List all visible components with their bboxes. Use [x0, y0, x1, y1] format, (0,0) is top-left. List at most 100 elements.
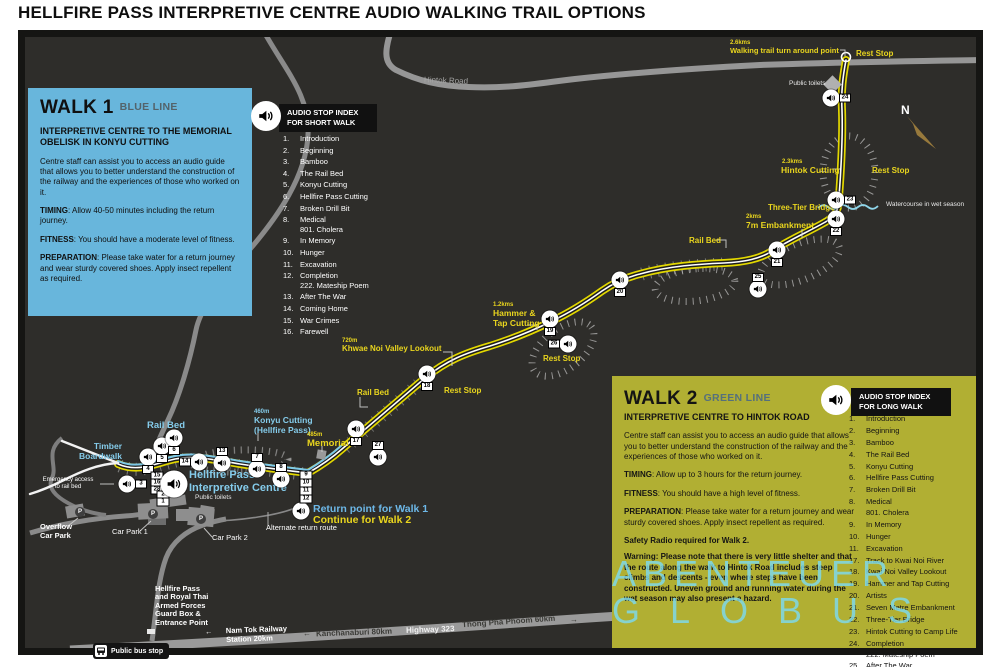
audio-stop-index-item: 7.Broken Drill Bit — [849, 485, 916, 495]
konyu-cutting-hatch — [188, 446, 292, 476]
rail-bed-mid-label: Rail Bed — [357, 388, 390, 397]
audio-stop-index-item: 15.War Crimes — [283, 315, 340, 325]
page-title: HELLFIRE PASS INTERPRETIVE CENTRE AUDIO … — [18, 3, 646, 22]
stop-number: 17 — [350, 437, 362, 446]
walk1-body: Centre staff can assist you to access an… — [40, 156, 240, 197]
memorial-obelisk — [316, 449, 327, 460]
audio-stop-index-item: 23.Hintok Cutting to Camp Life — [849, 626, 958, 636]
audio-stop-index-item: 12.Completion 222. Mateship Poem — [283, 271, 369, 290]
speaker-icon — [160, 470, 188, 498]
lookout-distance: 720m — [342, 338, 358, 344]
rail-bed-left-label: Rail Bed — [147, 420, 186, 431]
watercourse-label: Watercourse in wet season — [886, 201, 965, 208]
walk1-subheading: INTERPRETIVE CENTRE TO THE MEMORIAL OBEL… — [40, 126, 232, 148]
audio-stop-index-item: 11.Excavation — [283, 259, 337, 269]
audio-stop-index-item: 10.Hunger — [283, 247, 325, 257]
turnaround-label: Walking trail turn around point — [730, 46, 839, 55]
audio-stop-index-item: 22.Three-Tier Bridge — [849, 614, 925, 624]
hammer-tap-label: Hammer & Tap Cutting — [493, 308, 540, 329]
walk2-line-type: GREEN LINE — [703, 392, 771, 404]
walk2-timing: TIMING: Allow up to 3 hours for the retu… — [624, 470, 803, 480]
parking-icon: P — [75, 507, 85, 517]
public-toilets-centre-label: Public toilets — [195, 494, 232, 501]
audio-stop-index-item: 10.Hunger — [849, 531, 891, 541]
north-label: N — [901, 103, 910, 117]
carpark2-label: Car Park 2 — [212, 533, 248, 542]
speaker-icon — [213, 454, 231, 472]
audio-stop-index-item: 1.Introduction — [283, 134, 340, 143]
audio-stop-index-item: 3.Bamboo — [283, 157, 328, 167]
three-tier-bridge-label: Three-Tier Bridge — [768, 203, 835, 212]
emergency-access-label: Emergency access to rail bed — [42, 477, 94, 491]
speaker-icon — [418, 365, 436, 383]
short-walk-index-title: AUDIO STOP INDEX FOR SHORT WALK — [279, 104, 377, 132]
short-walk-index-list: 1.Introduction 2.Beginning 3.Bamboo 4.Th… — [283, 134, 387, 339]
audio-stop-index-item: 17.Track to Kwai Noi River — [849, 555, 945, 565]
rail-bed-right-label: Rail Bed — [689, 236, 722, 245]
speaker-icon — [248, 460, 266, 478]
overflow-carpark-label: Overflow Car Park — [40, 522, 73, 540]
speaker-icon — [118, 475, 136, 493]
parking-icon: P — [148, 509, 158, 519]
audio-stop-index-item: 21.Seven Metre Embankment — [849, 603, 955, 612]
timber-boardwalk-label: Timber Boardwalk — [79, 441, 122, 462]
speaker-icon — [347, 420, 365, 438]
turnaround-distance: 2.6kms — [730, 40, 751, 46]
alternate-return-label: Alternate return route — [266, 523, 337, 532]
speaker-icon — [827, 210, 845, 228]
speaker-icon — [541, 310, 559, 328]
leader — [359, 397, 368, 408]
audio-stop-index-item: 2.Beginning — [849, 425, 900, 435]
artists-hatch — [651, 265, 739, 305]
stop-number: 4 — [142, 465, 154, 474]
audio-stop-index-item: 18.Kwai Noi Valley Lookout — [849, 567, 947, 577]
stop-number: 27 — [372, 441, 384, 450]
walk1-timing: TIMING: Allow 40-50 minutes including th… — [40, 206, 215, 226]
speaker-icon — [190, 453, 208, 471]
watercourse-line — [817, 204, 879, 210]
leader — [139, 520, 152, 532]
stop-number: 5 — [156, 454, 168, 463]
audio-stop-index-item: 11.Excavation — [849, 543, 903, 553]
rest-stop-top-label: Rest Stop — [856, 49, 894, 58]
walk2-warning: Warning: Please note that there is very … — [624, 552, 852, 603]
audio-stop-index-item: 7.Broken Drill Bit — [283, 203, 350, 213]
walk1-preparation: PREPARATION: Please take water for a ret… — [40, 253, 235, 284]
audio-stop-index-item: 5.Konyu Cutting — [849, 461, 914, 471]
leader — [203, 527, 213, 538]
bus-icon — [95, 645, 107, 657]
audio-stop-index-item: 8.Medical 801. Cholera — [849, 497, 909, 517]
stop-number: 6 — [168, 446, 180, 455]
walk1-fitness: FITNESS: You should have a moderate leve… — [40, 234, 235, 244]
stop-number: 19 — [544, 327, 556, 336]
hintok-cutting-label: Hintok Cutting — [781, 165, 840, 175]
hammer-tap-distance: 1.2kms — [493, 302, 514, 308]
audio-stop-index-item: 14.Coming Home — [283, 303, 348, 313]
carpark1-label: Car Park 1 — [112, 527, 148, 536]
audio-stop-index-item: 24.Completion 222. Mateship Poem — [849, 638, 935, 659]
speaker-icon — [749, 280, 767, 298]
audio-stop-index-item: 25.After The War — [849, 661, 913, 667]
audio-stop-index-item: 6.Hellfire Pass Cutting — [283, 191, 368, 201]
hintok-cutting-hatch — [819, 132, 879, 212]
audio-stop-index-item: 9.In Memory — [283, 236, 336, 246]
long-walk-audio-icon — [821, 385, 851, 415]
memorial-label: Memorial — [307, 438, 349, 449]
rest-stop-hintok-label: Rest Stop — [872, 166, 910, 175]
walk2-preparation: PREPARATION: Please take water for a ret… — [624, 507, 855, 527]
walk2-fitness: FITNESS: You should have a high level of… — [624, 488, 801, 498]
audio-stop-index-item: 5.Konyu Cutting — [283, 180, 348, 190]
stop-number: 23 — [844, 195, 856, 205]
speaker-icon — [139, 448, 157, 466]
audio-stop-index-item: 4.The Rail Bed — [849, 449, 910, 459]
speaker-icon — [827, 191, 845, 209]
left-winding-road — [48, 436, 107, 517]
speaker-icon — [611, 271, 629, 289]
stop-number-box: 12 — [299, 494, 313, 504]
